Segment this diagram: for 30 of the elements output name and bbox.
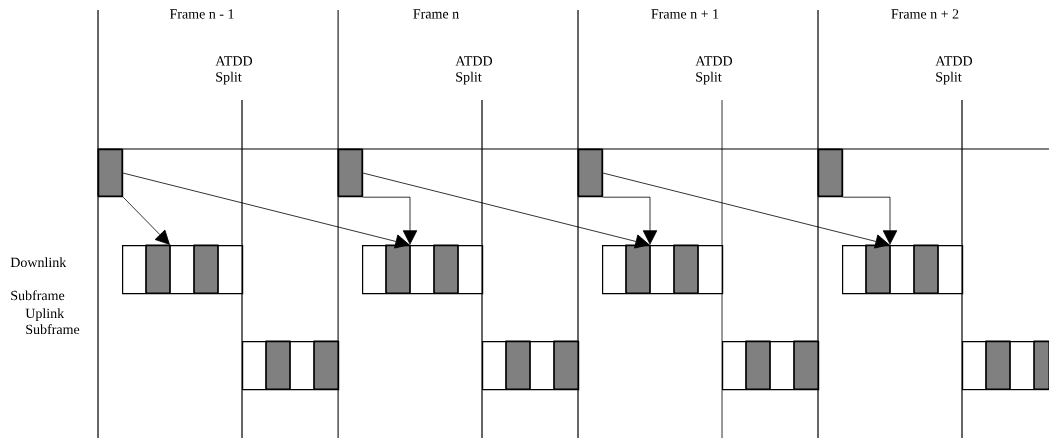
frame-label: Frame n + 1	[651, 9, 719, 19]
control-block	[337, 148, 364, 198]
subframe-bar	[242, 340, 340, 391]
frame-label: Frame n - 1	[169, 9, 234, 19]
control-block	[817, 148, 844, 198]
arrow	[602, 172, 890, 249]
arrow	[602, 196, 658, 245]
split-label: ATDD Split	[935, 56, 973, 85]
split-label: ATDD Split	[215, 56, 253, 85]
arrow	[122, 196, 170, 245]
subframe-bar	[962, 340, 1049, 391]
control-block	[577, 148, 604, 198]
frame-label: Frame n	[413, 9, 459, 19]
arrow	[362, 196, 418, 245]
subframe-bar	[842, 244, 964, 295]
subframe-bar	[602, 244, 724, 295]
subframe-bar	[122, 244, 244, 295]
subframe-bar	[482, 340, 580, 391]
frame-label: Frame n + 2	[891, 9, 959, 19]
split-label: ATDD Split	[695, 56, 733, 85]
arrow	[842, 196, 898, 245]
row-label: Downlink	[10, 257, 67, 268]
arrow	[362, 172, 650, 249]
control-block	[97, 148, 124, 198]
subframe-bar	[362, 244, 484, 295]
split-label: ATDD Split	[455, 56, 493, 85]
arrow	[122, 172, 410, 249]
row-label: Uplink Subframe	[25, 308, 80, 335]
subframe-bar	[722, 340, 820, 391]
row-label: Subframe	[11, 290, 65, 301]
